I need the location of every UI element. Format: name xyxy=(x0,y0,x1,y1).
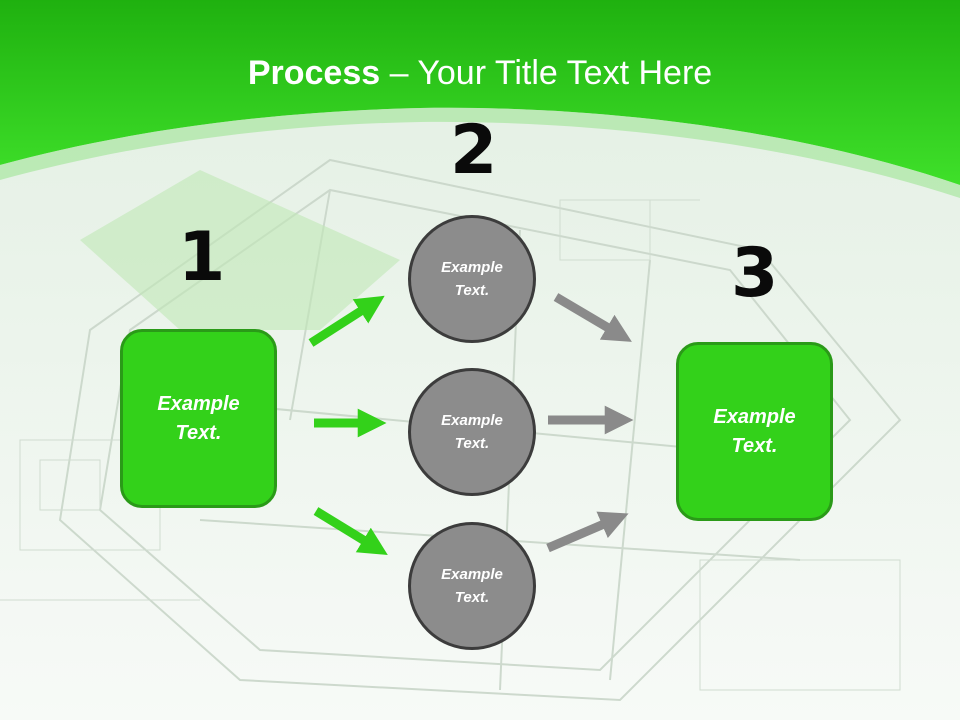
stage-3-box: Example Text. xyxy=(676,342,833,521)
arrow-gray-up xyxy=(546,511,629,553)
stage-2-circle-3-text: Example Text. xyxy=(441,566,503,606)
stage-2-circle-2-text: Example Text. xyxy=(441,412,503,452)
header-band xyxy=(0,0,960,198)
stage-1-text: Example Text. xyxy=(157,392,240,444)
title-bold: Process xyxy=(247,54,381,92)
stage-2-circle-3: Example Text. xyxy=(408,522,536,650)
arrow-gray-down xyxy=(553,293,632,342)
stage-2-circle-2: Example Text. xyxy=(408,368,536,496)
stage-number-2: 2 xyxy=(450,111,498,190)
stage-1-box: Example Text. xyxy=(120,329,277,508)
slide-title: Process – Your Title Text Here xyxy=(0,54,960,93)
stage-number-1: 1 xyxy=(178,218,226,297)
stage-2-circle-1: Example Text. xyxy=(408,215,536,343)
stage-2-circle-1-text: Example Text. xyxy=(441,259,503,299)
arrow-green-down xyxy=(313,507,388,556)
title-rest: – Your Title Text Here xyxy=(380,54,713,92)
stage-number-3: 3 xyxy=(731,234,779,313)
arrow-green-up xyxy=(308,295,385,347)
stage-3-text: Example Text. xyxy=(713,405,796,457)
